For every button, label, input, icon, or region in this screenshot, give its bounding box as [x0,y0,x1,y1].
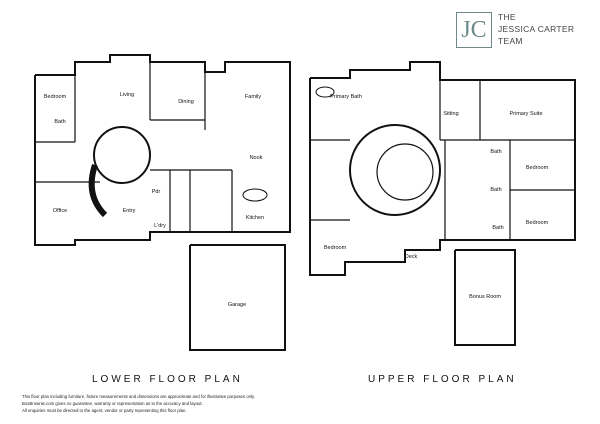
disclaimer-line-3: All enquiries must be directed to the ag… [22,408,187,413]
room-garage: Garage [227,302,247,308]
room-entry: Entry [122,208,136,214]
bonus-room-outline [454,249,516,346]
room-bedroom-3: Bedroom [323,245,347,251]
room-bath: Bath [54,119,66,125]
upper-rotunda [349,124,441,216]
lower-floor-title: LOWER FLOOR PLAN [92,374,243,385]
room-living: Living [119,92,135,98]
room-bedroom-2: Bedroom [525,220,549,226]
room-office: Office [52,208,68,214]
room-sitting: Sitting [443,111,459,117]
lower-rotunda [93,126,151,184]
lower-floor-walls [34,54,291,351]
garage-outline [189,244,286,351]
room-bedroom-1: Bedroom [525,165,549,171]
disclaimer-line-1: This floor plan including furniture, fix… [22,394,256,399]
room-pdr: Pdr [151,189,161,195]
bathtub [315,86,335,98]
logo-monogram: JC [456,12,492,48]
logo-line1: THE [498,12,516,22]
room-bonus-room: Bonus Room [469,294,501,300]
room-bath-2: Bath [490,187,502,193]
room-nook: Nook [249,155,263,161]
lower-stair [88,164,108,218]
room-kitchen: Kitchen [245,215,265,221]
upper-stair-inner [376,143,434,201]
room-family: Family [244,94,262,100]
room-primary-bath: Primary Bath [330,94,362,100]
kitchen-island [242,188,268,202]
room-dining: Dining [178,99,194,105]
room-laundry: L'dry [154,223,166,229]
upper-floor-walls [309,61,576,346]
room-deck: Deck [404,254,418,260]
logo-line3: TEAM [498,36,523,46]
room-bedroom: Bedroom [43,94,67,100]
room-primary-suite: Primary Suite [509,111,543,117]
room-bath-3: Bath [492,225,504,231]
disclaimer-line-2: BoxBrownie.com gives no guarantee, warra… [22,401,203,406]
room-bath-1: Bath [490,149,502,155]
upper-floor-title: UPPER FLOOR PLAN [368,374,517,385]
logo-line2: JESSICA CARTER [498,24,575,34]
